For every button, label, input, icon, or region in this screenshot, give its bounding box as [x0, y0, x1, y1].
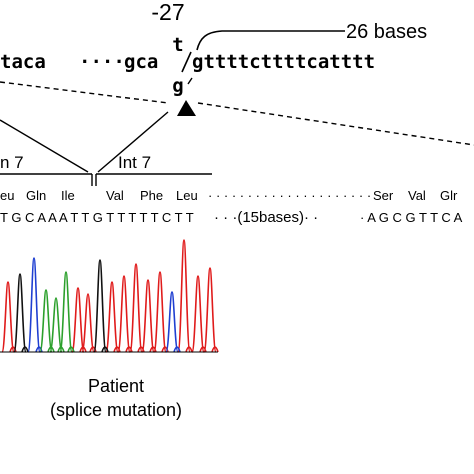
exon-codon: gca [124, 51, 158, 73]
intron-genomic-seq: gttttcttttcatttt [192, 51, 375, 73]
bases-label: 26 bases [346, 21, 427, 43]
amino-acid-val-2: Val [408, 188, 426, 203]
nucleotide-seq-left: T G C A A A T T G T T T T T C T T [0, 210, 194, 225]
chromatogram-trace [1, 239, 219, 353]
intron-zoom-line [97, 111, 169, 173]
genomic-dots: ···· [79, 51, 125, 73]
wild-type-base: t [172, 34, 183, 56]
bases-bracket [196, 30, 345, 51]
amino-acid-dots: · · · · · · · · · · · · · · · · · · · · … [208, 188, 371, 203]
zoom-line-right [197, 102, 474, 146]
exon-zoom-line [0, 119, 89, 173]
zoom-line-left [0, 81, 169, 104]
exon-label: n 7 [0, 153, 24, 172]
splice-slash [181, 51, 192, 73]
chromatogram-trace-a [39, 271, 75, 353]
mutant-tick [187, 77, 193, 85]
position-label: -27 [151, 0, 184, 25]
caption-splice-mutation: (splice mutation) [50, 400, 182, 420]
mutation-marker-triangle [177, 100, 196, 116]
mutant-base: g [172, 75, 183, 97]
intron-label: Int 7 [118, 153, 151, 172]
amino-acid-gln: Gln [26, 188, 46, 203]
chromatogram-trace-g [13, 259, 109, 353]
amino-acid-phe: Phe [140, 188, 163, 203]
caption-patient: Patient [88, 376, 144, 396]
amino-acid-ser: Ser [373, 188, 394, 203]
amino-acid-val: Val [106, 188, 124, 203]
chromatogram-trace-c [27, 257, 181, 353]
amino-acid-ile: Ile [61, 188, 75, 203]
nucleotide-seq-right: · A G C G T T C A [360, 210, 463, 225]
left-genomic-seq: taca [0, 51, 46, 73]
chromatogram-trace-t [1, 239, 219, 353]
nucleotide-gap-label: · · ·(15bases)· · [214, 209, 318, 226]
amino-acid-glr: Glr [440, 188, 458, 203]
amino-acid-leu: Leu [176, 188, 198, 203]
amino-acid-eu: eu [0, 188, 14, 203]
